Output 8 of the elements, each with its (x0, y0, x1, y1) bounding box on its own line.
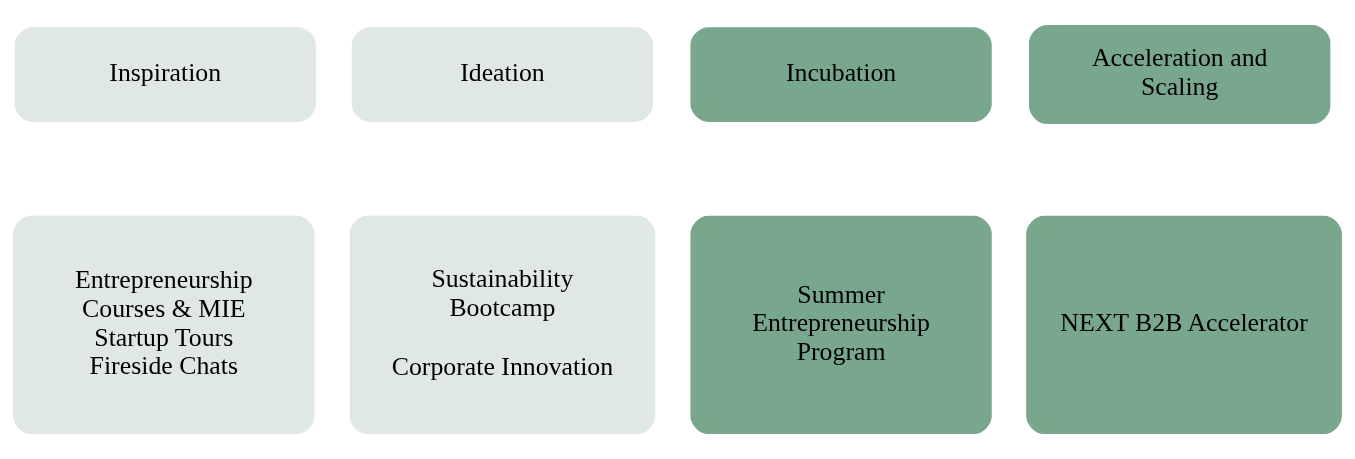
node-box: Summer Entrepreneurship Program (690, 215, 992, 434)
node-box: Sustainability Bootcamp Corporate Innovation (349, 215, 656, 434)
node-box: Ideation (351, 27, 654, 122)
node-box: NEXT B2B Accelerator (1026, 215, 1342, 434)
node-box: Inspiration (14, 27, 316, 122)
node-box: Entrepreneurship Courses & MIE Startup Tours Fireside Chats (13, 215, 315, 434)
node-box: Acceleration and Scaling (1029, 25, 1331, 125)
node-box: Incubation (690, 27, 992, 122)
